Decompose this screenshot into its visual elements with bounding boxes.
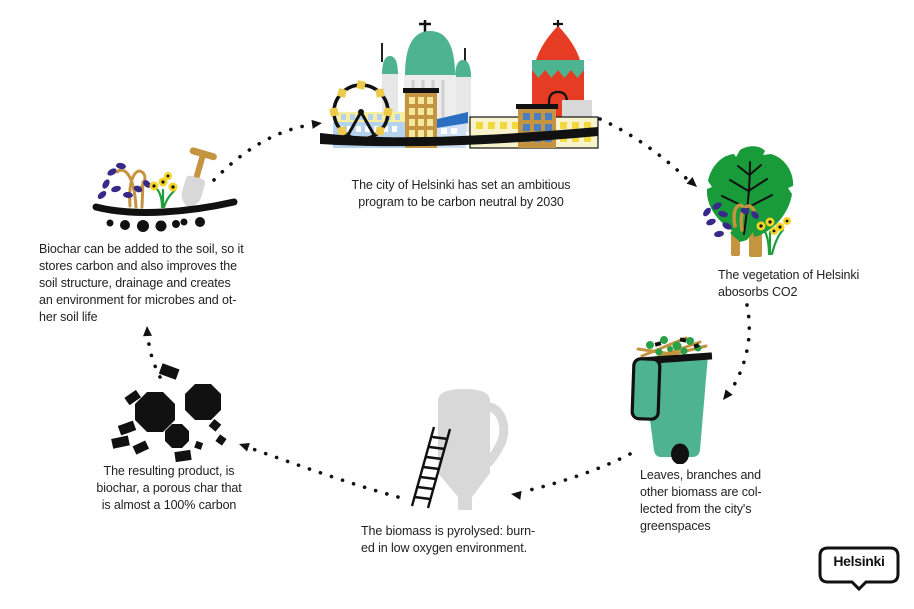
ladder-icon xyxy=(410,426,452,509)
ground-bar-icon xyxy=(320,127,598,147)
pyrolysis-kiln-illustration xyxy=(398,385,510,521)
hanging-stems-icon xyxy=(115,168,147,209)
helsinki-skyline-illustration xyxy=(320,12,600,164)
arrowhead-icon xyxy=(686,176,697,187)
leaf-scraps-icon xyxy=(646,336,702,356)
helsinki-logo: Helsinki xyxy=(818,546,900,594)
biochar-caption: The resulting product, is biochar, a por… xyxy=(96,464,242,512)
yellow-flowers-icon xyxy=(756,217,791,256)
biochar-pieces-illustration xyxy=(103,362,243,467)
bin-lid-icon xyxy=(630,357,662,421)
speech-bubble-icon xyxy=(818,546,900,592)
green-biowaste-bin-illustration xyxy=(628,332,718,464)
arrowhead-icon xyxy=(511,490,522,500)
leaf-veins-icon xyxy=(721,161,773,235)
arrow-bin-to-kiln xyxy=(520,452,632,494)
soil-with-plants-illustration xyxy=(90,144,240,239)
helsinki-logo-text: Helsinki xyxy=(833,553,885,569)
collection-caption: Leaves, branches and other biomass are c… xyxy=(640,468,762,533)
leaf-illustration xyxy=(697,142,799,258)
arrow-kiln-to-biochar xyxy=(248,446,400,499)
kiln-pipe-icon xyxy=(484,402,509,467)
arrow-biochar-to-soil xyxy=(146,334,162,379)
yellow-flowers-icon xyxy=(149,172,178,209)
vegetation-caption: The vegetation of Helsinki abosorbs CO2 xyxy=(718,268,860,299)
purple-flowers-icon xyxy=(703,202,759,238)
bin-wheel-icon xyxy=(671,443,689,464)
arrow-vegetation-to-bin xyxy=(728,303,751,394)
arrowhead-icon xyxy=(311,119,322,129)
city-caption: The city of Helsinki has set an ambitiou… xyxy=(351,178,571,209)
arrowhead-icon xyxy=(723,389,733,400)
shovel-icon xyxy=(181,147,217,208)
char-chunks-icon xyxy=(111,363,227,463)
arrow-city-to-vegetation xyxy=(598,117,690,182)
soil-dots-icon xyxy=(106,217,205,232)
arrowhead-icon xyxy=(143,326,153,337)
kiln-tank-icon xyxy=(438,389,490,510)
dark-scraps-icon xyxy=(654,337,700,349)
purple-flowers-icon xyxy=(97,162,151,199)
pyrolysis-caption: The biomass is pyrolysed: burn- ed in lo… xyxy=(361,524,536,555)
soil-caption: Biochar can be added to the soil, so it … xyxy=(39,242,244,324)
arrowhead-icon xyxy=(239,443,250,452)
soil-line-icon xyxy=(92,198,238,216)
